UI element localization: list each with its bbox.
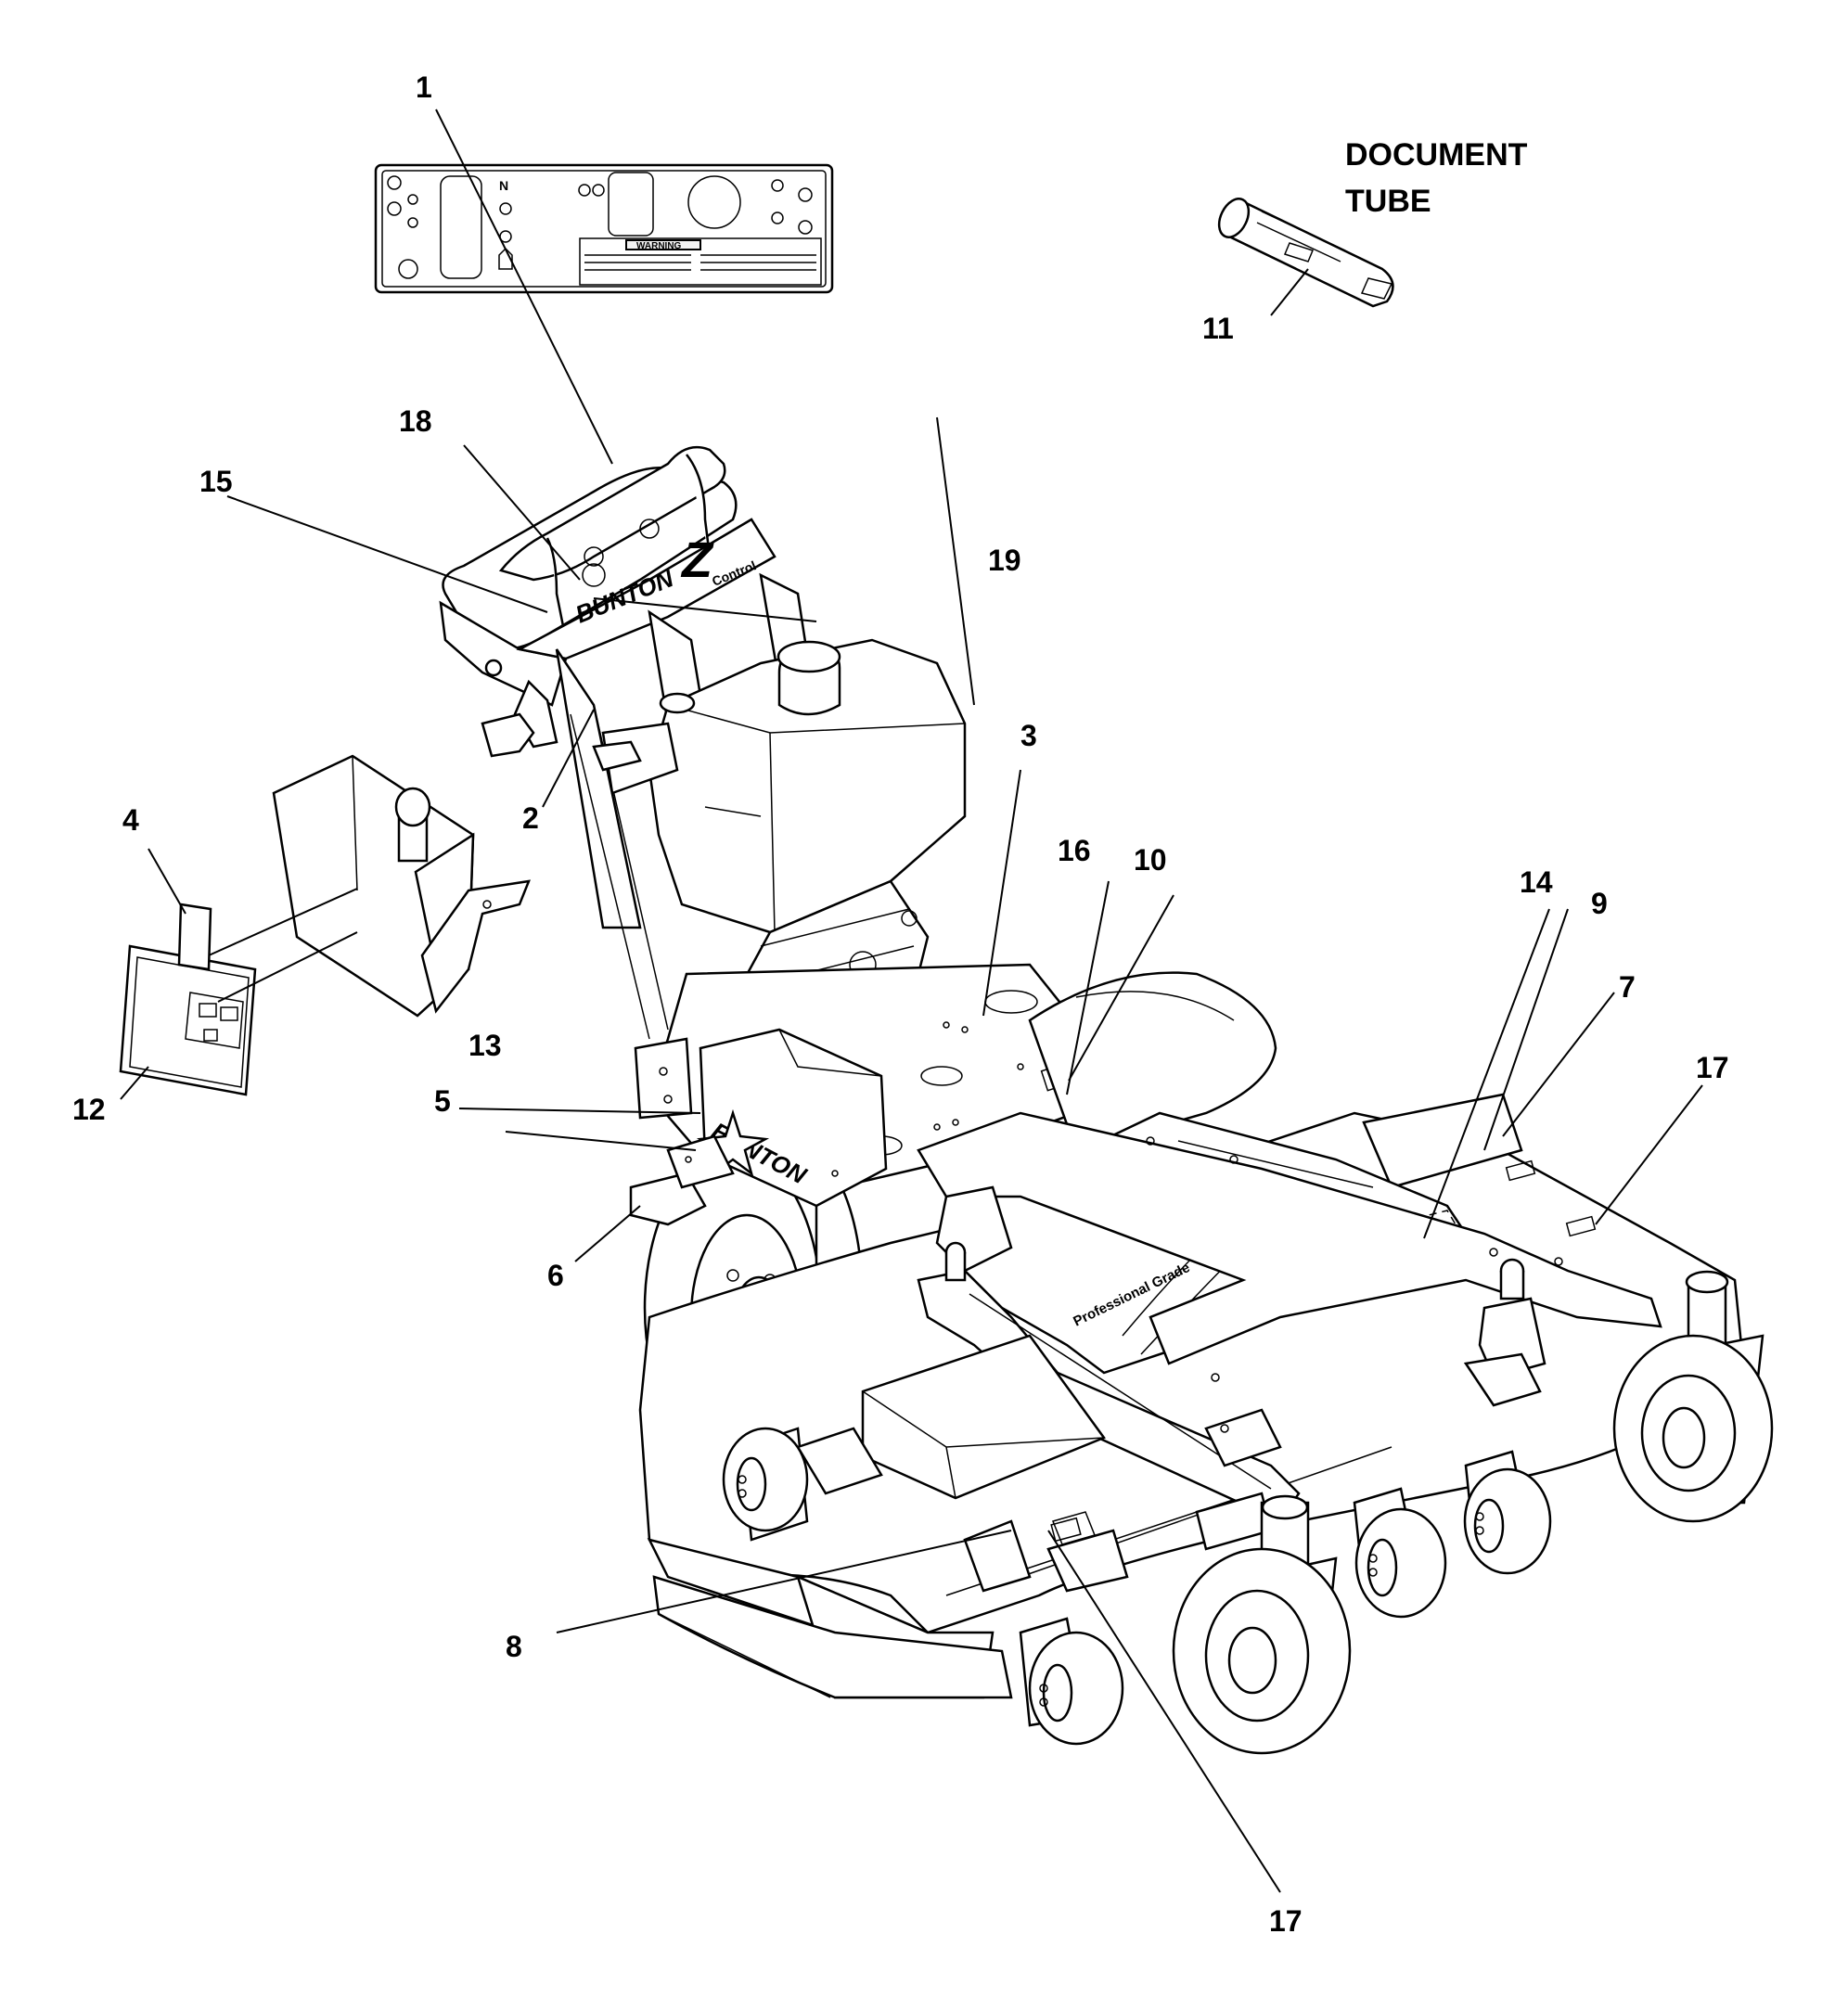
document-tube-title-line2: TUBE bbox=[1345, 184, 1431, 219]
callout-4: 4 bbox=[122, 803, 139, 837]
callout-2: 2 bbox=[522, 801, 539, 835]
deck-roller-front-3 bbox=[1463, 1450, 1552, 1575]
small-decal-4 bbox=[177, 903, 212, 971]
callout-12: 12 bbox=[72, 1093, 106, 1126]
callout-11: 11 bbox=[1202, 312, 1234, 345]
callout-17-bottom: 17 bbox=[1269, 1904, 1303, 1938]
document-tube-group: DOCUMENT TUBE bbox=[1217, 137, 1528, 308]
callout-5: 5 bbox=[434, 1084, 451, 1118]
callout-19: 19 bbox=[988, 544, 1021, 577]
control-panel-decal: WARNING N bbox=[374, 163, 834, 294]
callout-3: 3 bbox=[1020, 719, 1037, 752]
decal-symbols-left: N bbox=[387, 175, 513, 279]
deck-roller-front-2 bbox=[1353, 1487, 1447, 1619]
document-tube-title-line1: DOCUMENT bbox=[1345, 137, 1528, 173]
caster-wheel-front-right bbox=[1612, 1270, 1774, 1523]
hood-decal-12 bbox=[119, 944, 257, 1096]
hydro-guard: BUNTON bbox=[629, 1028, 888, 1226]
engine-shroud-part bbox=[272, 754, 531, 1018]
rear-wheel-right bbox=[1028, 971, 1277, 1152]
callout-16: 16 bbox=[1058, 834, 1091, 867]
decal-warning-text: WARNING bbox=[636, 241, 682, 251]
handlebar-assembly: BUNTON Z Control bbox=[439, 445, 776, 758]
handle-model-letter: Z bbox=[680, 532, 714, 588]
callout-8: 8 bbox=[506, 1630, 522, 1663]
document-tube-icon bbox=[1217, 198, 1394, 308]
callout-18: 18 bbox=[399, 404, 432, 438]
front-frame bbox=[917, 1111, 1662, 1523]
caster-wheel-front-left bbox=[1172, 1494, 1352, 1755]
callout-labels: 1 2 3 4 5 6 7 8 9 10 11 12 13 14 15 16 1… bbox=[72, 70, 1729, 1938]
callout-10: 10 bbox=[1134, 843, 1167, 877]
callout-6: 6 bbox=[547, 1259, 564, 1292]
callout-7: 7 bbox=[1619, 970, 1636, 1004]
svg-text:N: N bbox=[499, 178, 508, 193]
deck-roller-left bbox=[722, 1427, 809, 1542]
callout-17-right: 17 bbox=[1696, 1051, 1729, 1084]
callout-14: 14 bbox=[1520, 865, 1553, 899]
deck-pulley-cover bbox=[796, 1334, 1129, 1593]
callout-9: 9 bbox=[1591, 887, 1608, 920]
leader-lines bbox=[120, 109, 1703, 1893]
callout-15: 15 bbox=[199, 465, 233, 498]
callout-13: 13 bbox=[468, 1029, 502, 1062]
decal-symbols-right bbox=[578, 179, 813, 235]
deck-brackets bbox=[935, 1185, 1546, 1551]
deck-roller-front-1 bbox=[1019, 1617, 1124, 1746]
callout-1: 1 bbox=[416, 70, 432, 104]
